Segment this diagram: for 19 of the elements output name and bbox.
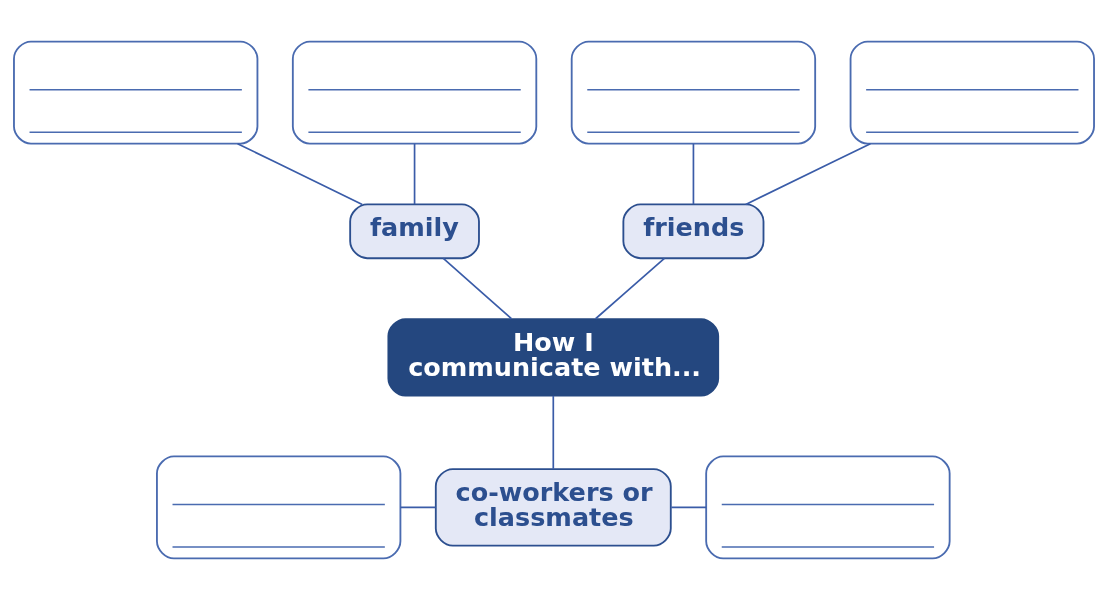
node-box (156, 455, 402, 560)
node-box: co-workers or classmates (434, 468, 672, 547)
node-box (13, 40, 259, 145)
node-box (570, 40, 817, 145)
node-box: How I communicate with... (387, 318, 720, 397)
connector (552, 395, 555, 470)
connector (670, 506, 707, 509)
node-box (705, 455, 951, 560)
connector (744, 142, 872, 206)
node-box: friends (622, 203, 765, 260)
connector (442, 257, 513, 320)
connector (236, 142, 364, 206)
connector (413, 143, 416, 205)
connector (692, 143, 695, 205)
node-box (849, 40, 1095, 145)
node-box (291, 40, 538, 145)
connector (594, 257, 666, 320)
connector (399, 506, 437, 509)
node-box: family (349, 203, 480, 260)
